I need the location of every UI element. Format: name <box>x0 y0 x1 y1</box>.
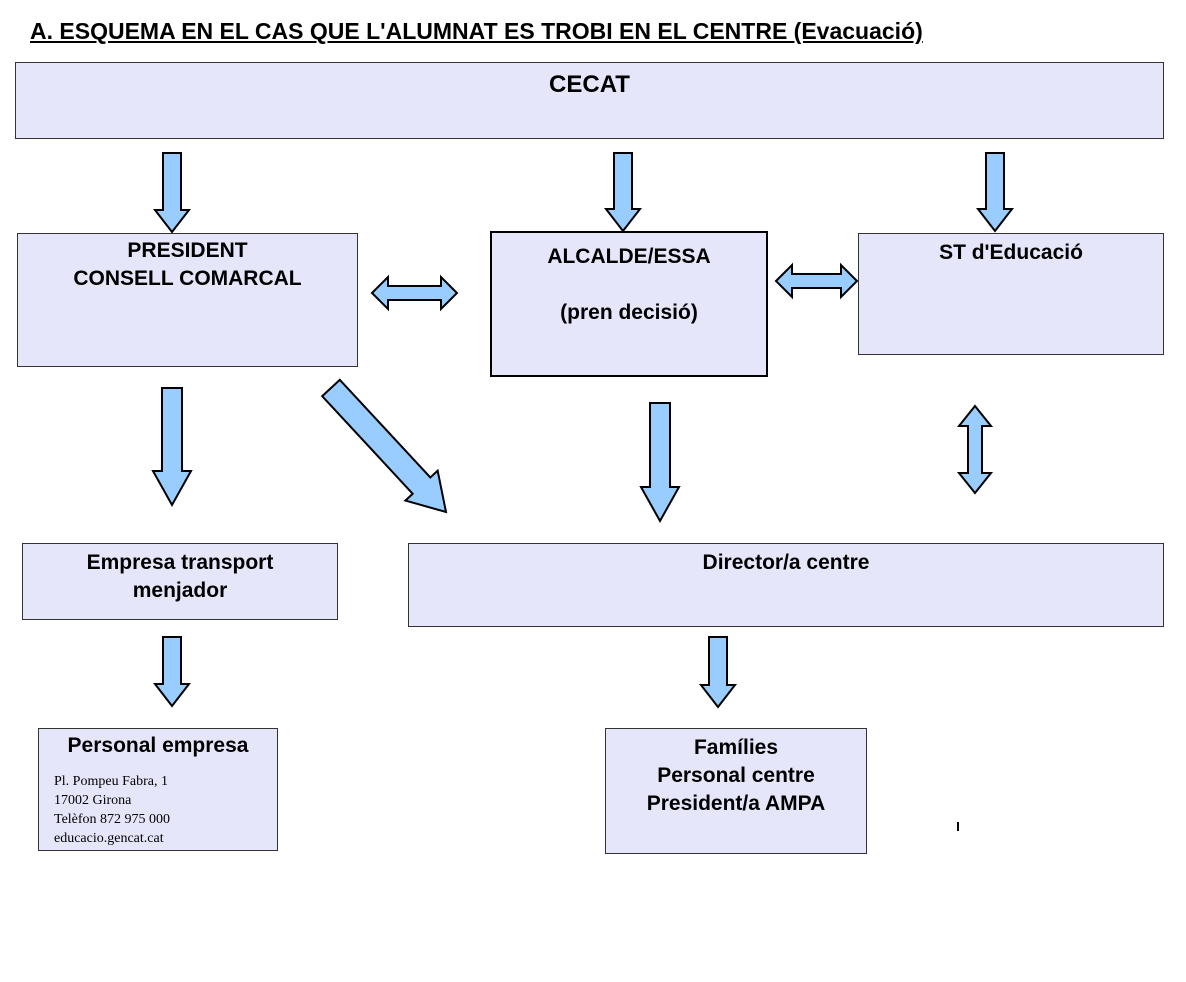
arrow-down-icon <box>975 152 1015 233</box>
box-label: Director/a centre <box>702 551 870 574</box>
box-personal-empresa: Personal empresa <box>38 728 278 851</box>
arrow-down-icon <box>698 636 738 709</box>
box-label: Famílies <box>693 736 779 759</box>
arrow-down-icon <box>639 402 681 524</box>
stray-mark <box>957 822 959 831</box>
box-st-educacio: ST d'Educació <box>858 233 1164 355</box>
box-label: ST d'Educació <box>939 241 1083 264</box>
box-label: Personal empresa <box>67 734 249 757</box>
page-title: A. ESQUEMA EN EL CAS QUE L'ALUMNAT ES TR… <box>30 18 923 44</box>
footer-address: Pl. Pompeu Fabra, 1 17002 Girona Telèfon… <box>54 772 170 848</box>
box-label: (pren decisió) <box>560 301 698 324</box>
double-arrow-vertical-icon <box>956 404 994 495</box>
footer-line: educacio.gencat.cat <box>54 831 164 846</box>
footer-line: Telèfon 872 975 000 <box>54 812 171 827</box>
arrow-down-icon <box>152 636 192 708</box>
box-empresa-transport: Empresa transport menjador <box>22 543 338 620</box>
box-label: CECAT <box>549 71 630 98</box>
box-label: ALCALDE/ESSA <box>547 245 711 268</box>
arrow-diagonal-icon <box>320 378 448 514</box>
box-label: Empresa transport <box>86 551 274 574</box>
box-label: menjador <box>132 579 228 602</box>
arrow-down-icon <box>151 387 193 508</box>
box-director-centre: Director/a centre <box>408 543 1164 627</box>
box-president-consell-comarcal: PRESIDENT CONSELL COMARCAL <box>17 233 358 367</box>
box-families: Famílies Personal centre President/a AMP… <box>605 728 867 854</box>
footer-line: 17002 Girona <box>54 793 132 808</box>
arrow-down-icon <box>152 152 192 234</box>
arrow-down-icon <box>603 152 643 233</box>
box-label: President/a AMPA <box>646 792 826 815</box>
double-arrow-horizontal-icon <box>370 274 459 312</box>
box-cecat: CECAT <box>15 62 1164 139</box>
box-label: Personal centre <box>657 764 815 787</box>
double-arrow-horizontal-icon <box>774 262 859 300</box>
box-label: PRESIDENT <box>127 239 248 262</box>
box-label: CONSELL COMARCAL <box>73 267 302 290</box>
box-alcalde: ALCALDE/ESSA (pren decisió) <box>490 231 768 377</box>
footer-line: Pl. Pompeu Fabra, 1 <box>54 774 168 789</box>
